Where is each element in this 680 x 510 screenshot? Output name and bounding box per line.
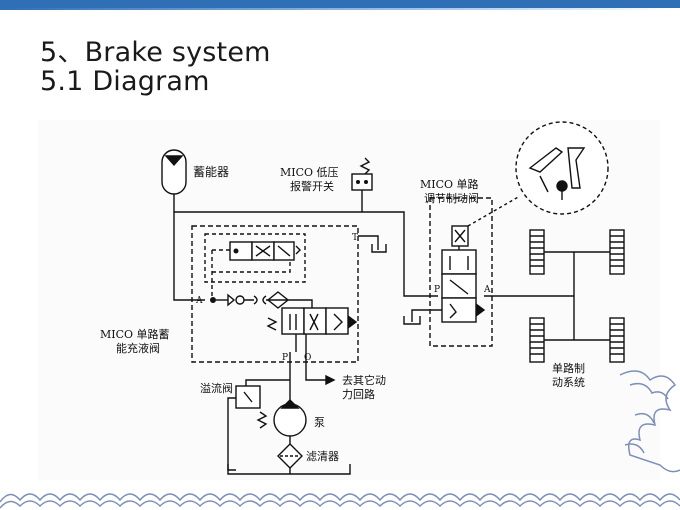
- accumulator-symbol: [161, 149, 187, 195]
- charging-valve-out-lines: [288, 299, 313, 352]
- main-line-horizontal: [173, 194, 438, 297]
- tank-symbol-2: [403, 316, 421, 325]
- label-charging-line1: MICO 单路蓄: [100, 328, 170, 341]
- accumulator-down-line: [173, 212, 205, 301]
- label-brake-system-line2: 动系统: [552, 376, 585, 389]
- control-valve-box: [429, 197, 493, 347]
- label-charging-line2: 能充液阀: [116, 341, 160, 355]
- header-bar: [0, 0, 680, 8]
- tank-symbol-bottom: [227, 464, 351, 475]
- wave-footer-decoration: [0, 493, 680, 509]
- label-control-line2: 调节制动阀: [424, 191, 479, 205]
- label-accumulator: 蓄能器: [193, 165, 229, 179]
- inner-pilot-lines: [211, 249, 291, 300]
- label-switch-line2: 报警开关: [290, 179, 334, 193]
- cloud-ornament-decoration: [619, 370, 680, 473]
- port-p-control: P: [434, 285, 440, 295]
- slide-title: 5、Brake system: [40, 37, 271, 68]
- pressure-valve-symbol: [229, 241, 301, 261]
- wheel-front-left: [529, 229, 545, 275]
- pump-symbol: [273, 399, 307, 437]
- label-other-circuit-line2: 力回路: [342, 388, 375, 401]
- label-brake-system-line1: 单路制: [552, 362, 585, 375]
- label-relief-valve: 溢流阀: [200, 381, 233, 395]
- slide-subtitle: 5.1 Diagram: [40, 66, 210, 97]
- header-bar-fade: [0, 8, 680, 10]
- tank-symbol-1: [371, 244, 387, 253]
- other-circuit-line: [305, 352, 330, 381]
- charging-spool-valve: [266, 307, 358, 335]
- wheel-rear-right: [609, 317, 625, 363]
- wheel-front-right: [609, 229, 625, 275]
- label-filter: 滤清器: [306, 450, 339, 463]
- pedal-inset: [515, 121, 609, 215]
- port-t-charging: T: [352, 233, 358, 243]
- control-tank-line: [411, 309, 442, 322]
- tank-line-charging: [358, 235, 379, 250]
- label-control-line1: MICO 单路: [420, 178, 479, 191]
- charging-valve-box: [191, 225, 359, 363]
- wheel-rear-left: [529, 317, 545, 363]
- label-other-circuit-line1: 去其它动: [342, 373, 386, 387]
- relief-valve-symbol: [227, 385, 268, 471]
- port-a-charging: A: [195, 296, 203, 306]
- check-restrictor-chain: [210, 291, 290, 309]
- port-p-charging: P: [282, 353, 288, 363]
- label-switch-line1: MICO 低压: [280, 166, 339, 179]
- low-pressure-switch-symbol: [351, 157, 373, 212]
- pedal-leader-line: [467, 195, 521, 227]
- other-circuit-arrow: [325, 374, 336, 386]
- control-valve-symbol: [441, 225, 486, 323]
- port-a-control: A: [483, 285, 491, 295]
- label-pump: 泵: [314, 416, 325, 429]
- filter-symbol: [277, 443, 303, 469]
- port-o-charging: O: [304, 353, 311, 363]
- charging-valve-inner-box: [204, 233, 306, 283]
